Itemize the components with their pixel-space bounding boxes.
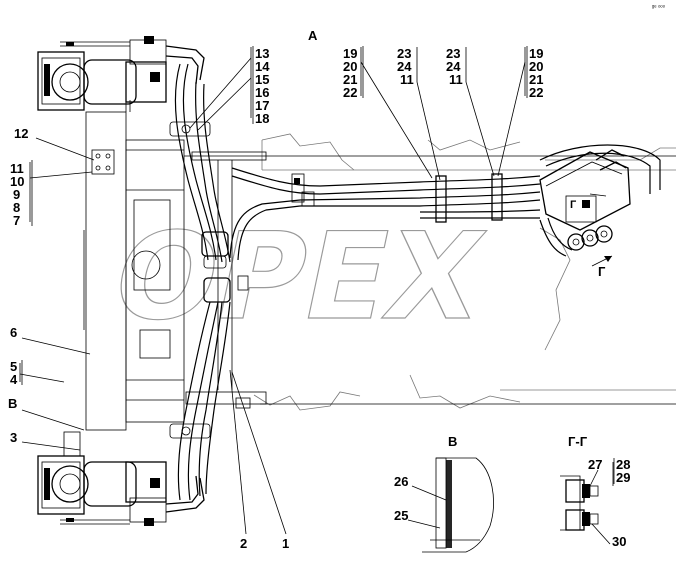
small-g-label: Г [570,199,577,211]
callout: 5 [10,359,17,374]
horizontal-hose-bundle [229,144,661,261]
callout: 2 [240,536,247,551]
left-hose-bundle [169,63,251,501]
callout: 28 [616,457,630,472]
corner-mark: ᵍᵉ ᵒᵒᵒ [652,5,666,11]
section-g-g [560,462,614,545]
callout: 4 [10,372,18,387]
view-labels: A B Г-Г Г Г [308,28,606,449]
callout: 22 [529,85,543,100]
leader-lines [19,47,613,535]
callout: 15 [255,72,269,87]
callout: 19 [529,46,543,61]
frame [83,100,676,431]
section-g-title: Г-Г [568,434,588,449]
arrow-g-label: Г [598,264,606,279]
callout: 11 [449,72,463,87]
callout: 20 [529,59,543,74]
svg-text:OPEX: OPEX [101,206,495,346]
callout: 23 [397,46,411,61]
callout-numbers: 13 14 15 16 17 18 19 20 21 22 23 24 11 2… [8,46,630,551]
callout: 11 [400,72,414,87]
callout: 24 [446,59,461,74]
callout: 19 [343,46,357,61]
callout: 18 [255,111,269,126]
callout: 17 [255,98,269,113]
detail-view-b [407,457,494,553]
callout: 11 [10,161,24,176]
callout: 13 [255,46,269,61]
callout: 16 [255,85,269,100]
view-a-label: A [308,28,318,43]
callout: 26 [394,474,408,489]
view-b-title: B [448,434,457,449]
callout: 12 [14,126,28,141]
callout-separators [21,46,615,484]
callout: 27 [588,457,602,472]
top-cylinder-assembly [37,36,205,111]
callout: 30 [612,534,626,549]
callout: 10 [10,174,24,189]
callout: 14 [255,59,270,74]
callout: 7 [13,213,20,228]
callout: 29 [616,470,630,485]
callout: 3 [10,430,17,445]
watermark: OPEX [101,206,496,348]
valve-block [539,149,631,251]
callout: 24 [397,59,412,74]
callout: 20 [343,59,357,74]
callout: 22 [343,85,357,100]
callout: 8 [13,200,20,215]
callout: 6 [10,325,17,340]
bottom-cylinder-assembly [37,431,205,526]
callout: B [8,396,17,411]
callout: 25 [394,508,408,523]
callout: 21 [529,72,543,87]
callout: 9 [13,187,20,202]
callout: 21 [343,72,357,87]
callout: 23 [446,46,460,61]
callout: 1 [282,536,289,551]
